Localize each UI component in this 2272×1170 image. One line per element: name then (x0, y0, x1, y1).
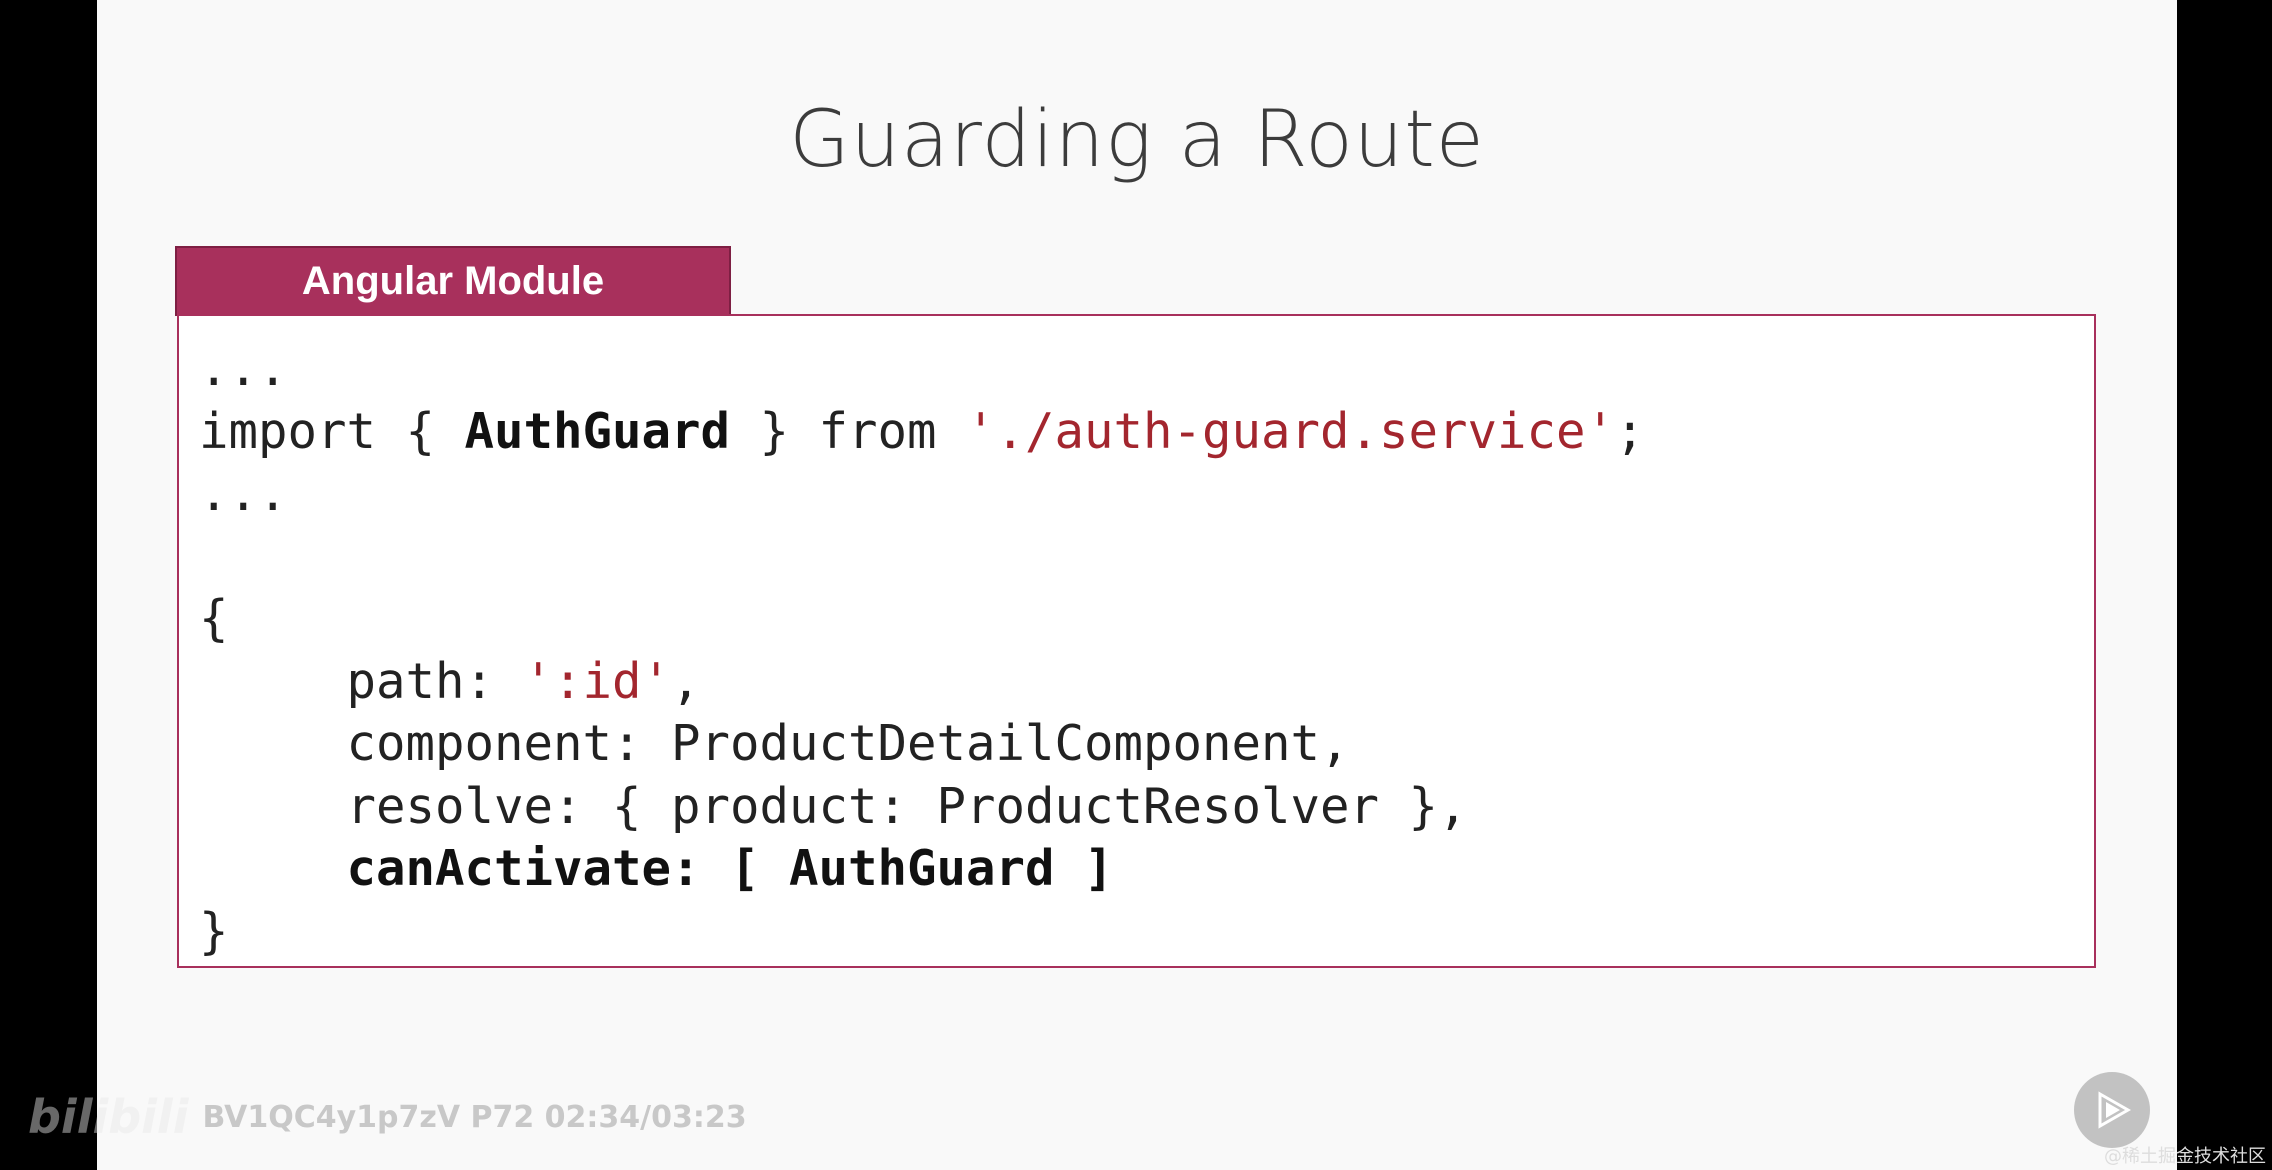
code-line-import: import { AuthGuard } from './auth-guard.… (199, 403, 1645, 460)
code-block: ... import { AuthGuard } from './auth-gu… (199, 338, 1645, 963)
module-tab-label: Angular Module (175, 246, 731, 316)
code-path-value: ':id' (523, 652, 672, 710)
community-watermark: @稀土掘金技术社区 (2104, 1146, 2266, 1167)
code-line-ellipsis-2: ... (199, 465, 288, 522)
code-path-prop: path: (199, 652, 524, 710)
code-line-open-brace: { (199, 590, 229, 647)
code-box: ... import { AuthGuard } from './auth-gu… (177, 314, 2096, 968)
video-watermark: bilibili BV1QC4y1p7zV P72 02:34/03:23 (28, 1090, 747, 1144)
code-import-symbol: AuthGuard (464, 402, 731, 460)
code-line-resolve: resolve: { product: ProductResolver }, (199, 777, 1468, 835)
play-button[interactable] (2074, 1072, 2150, 1148)
slide: Guarding a Route Angular Module ... impo… (97, 0, 2177, 1170)
video-info: BV1QC4y1p7zV P72 02:34/03:23 (202, 1099, 747, 1135)
code-semicolon: ; (1615, 402, 1645, 460)
code-line-path: path: ':id', (199, 653, 701, 710)
code-line-close-brace: } (199, 902, 229, 960)
code-line-component: component: ProductDetailComponent, (199, 715, 1350, 772)
bilibili-logo: bilibili (28, 1090, 189, 1144)
code-line-canactivate: canActivate: [ AuthGuard ] (199, 840, 1114, 897)
code-path-comma: , (671, 652, 701, 710)
slide-title: Guarding a Route (789, 95, 1485, 185)
code-import-keyword: import { (199, 402, 465, 460)
code-from-keyword: } from (730, 402, 967, 460)
play-icon (2098, 1091, 2132, 1129)
code-line-ellipsis-1: ... (199, 340, 288, 397)
code-import-path: './auth-guard.service' (966, 402, 1616, 460)
